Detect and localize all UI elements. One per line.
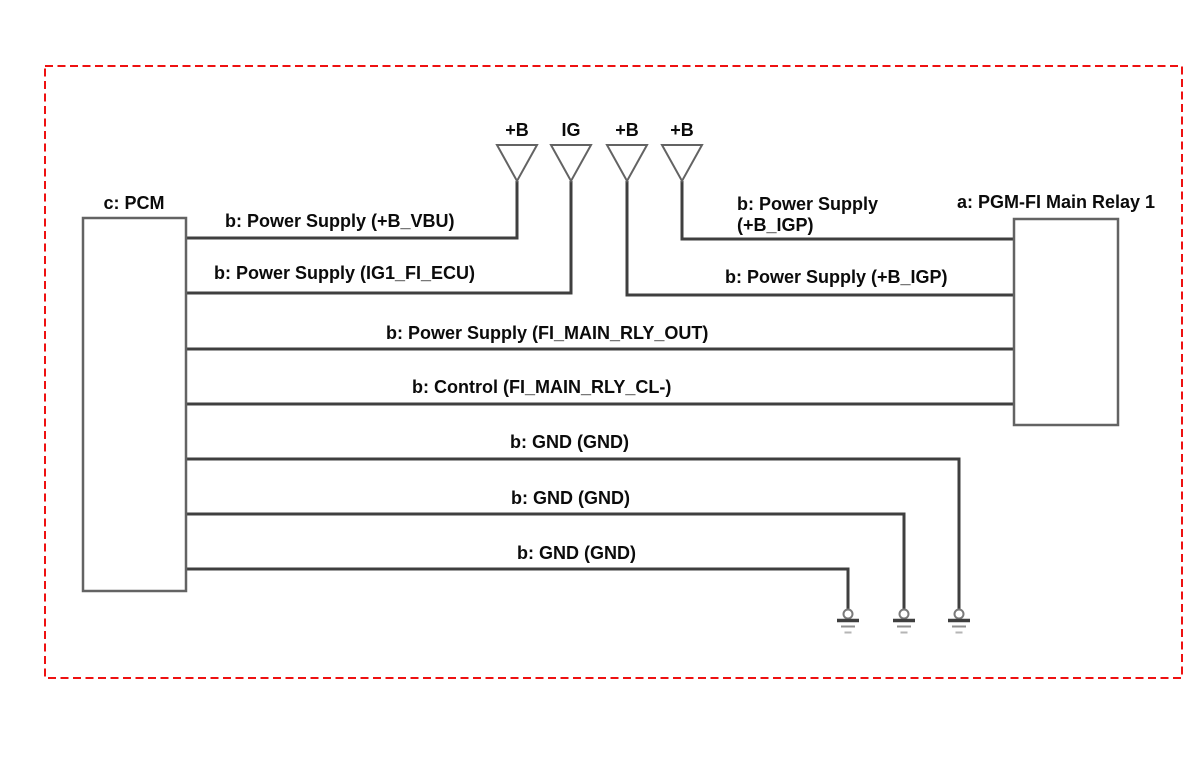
- pcm-box: [81, 216, 188, 593]
- wire-label-gnd-1: b: GND (GND): [510, 432, 629, 452]
- wire-gnd-2: [186, 512, 906, 610]
- wire-power-supply-b-vbu: [186, 181, 519, 240]
- relay-box: [1012, 217, 1120, 427]
- diagram-frame-border: [44, 65, 1183, 679]
- power-connector-icon: [605, 144, 649, 184]
- power-connector-icon: [495, 144, 539, 184]
- connector-label-b1: +B: [505, 120, 529, 140]
- connector-label-ig: IG: [561, 120, 581, 140]
- connector-label-b3: +B: [670, 120, 694, 140]
- wire-power-supply-b-igp-lower: [625, 181, 1014, 297]
- wire-label-line1: b: Power Supply: [737, 194, 879, 214]
- pcm-box-label: c: PCM: [103, 193, 165, 213]
- connector-label-b2: +B: [615, 120, 639, 140]
- wire-power-supply-b-igp-upper: [680, 181, 1014, 241]
- wire-label-power-supply-fi-main-rly-out: b: Power Supply (FI_MAIN_RLY_OUT): [386, 323, 709, 343]
- wire-label-control-fi-main-rly-cl: b: Control (FI_MAIN_RLY_CL-): [412, 377, 672, 397]
- power-connectors: [495, 144, 704, 184]
- wire-label-power-supply-b-vbu: b: Power Supply (+B_VBU): [225, 211, 455, 231]
- wire-label-power-supply-b-igp-upper: b: Power Supply (+B_IGP): [737, 194, 878, 236]
- wire-label-power-supply-ig1-fi-ecu: b: Power Supply (IG1_FI_ECU): [214, 263, 476, 283]
- ground-symbols: [837, 608, 970, 634]
- ground-icon: [837, 608, 859, 634]
- relay-box-label: a: PGM-FI Main Relay 1: [956, 192, 1156, 212]
- wire-label-line2: (+B_IGP): [737, 215, 814, 235]
- wire-label-power-supply-b-igp-lower: b: Power Supply (+B_IGP): [725, 267, 948, 287]
- power-connector-icon: [660, 144, 704, 184]
- power-connector-icon: [549, 144, 593, 184]
- wire-label-gnd-3: b: GND (GND): [517, 543, 636, 563]
- wire-label-gnd-2: b: GND (GND): [511, 488, 630, 508]
- wire-lines: [186, 181, 1014, 610]
- wire-power-supply-ig1-fi-ecu: [186, 181, 573, 295]
- ground-icon: [948, 608, 970, 634]
- ground-icon: [893, 608, 915, 634]
- wire-gnd-1: [186, 457, 961, 610]
- wire-gnd-3: [186, 567, 850, 610]
